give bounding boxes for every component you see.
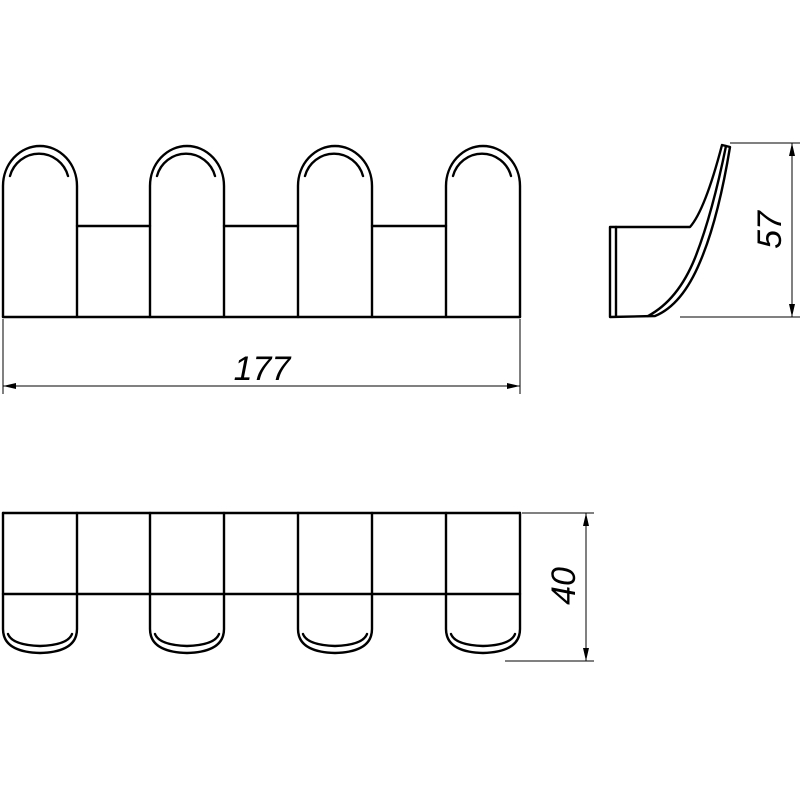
width-arrow-left (3, 383, 16, 389)
height-arrow-top (789, 143, 795, 156)
front-view (1, 144, 522, 319)
depth-arrow-top (583, 513, 589, 526)
width-dimension-label: 177 (234, 350, 292, 388)
depth-arrow-bottom (583, 648, 589, 661)
top-view-pad-3 (296, 511, 374, 655)
top-view (1, 511, 522, 655)
side-view-curve-edge (646, 144, 728, 318)
side-view-outline (608, 143, 732, 319)
front-view-hook-3 (296, 144, 374, 319)
front-view-hook-4 (444, 144, 522, 319)
top-view-pad-1 (1, 511, 79, 655)
height-arrow-bottom (789, 304, 795, 317)
depth-dimension: 40 (505, 512, 594, 662)
depth-dimension-label: 40 (545, 567, 583, 605)
height-dimension: 57 (680, 142, 800, 318)
top-view-pad-2 (148, 511, 226, 655)
top-view-pad-4 (444, 511, 522, 655)
front-view-hook-2 (148, 144, 226, 319)
side-view (608, 143, 732, 319)
width-dimension: 177 (2, 319, 521, 394)
width-arrow-right (507, 383, 520, 389)
front-view-hook-1 (1, 144, 79, 319)
height-dimension-label: 57 (751, 210, 789, 249)
